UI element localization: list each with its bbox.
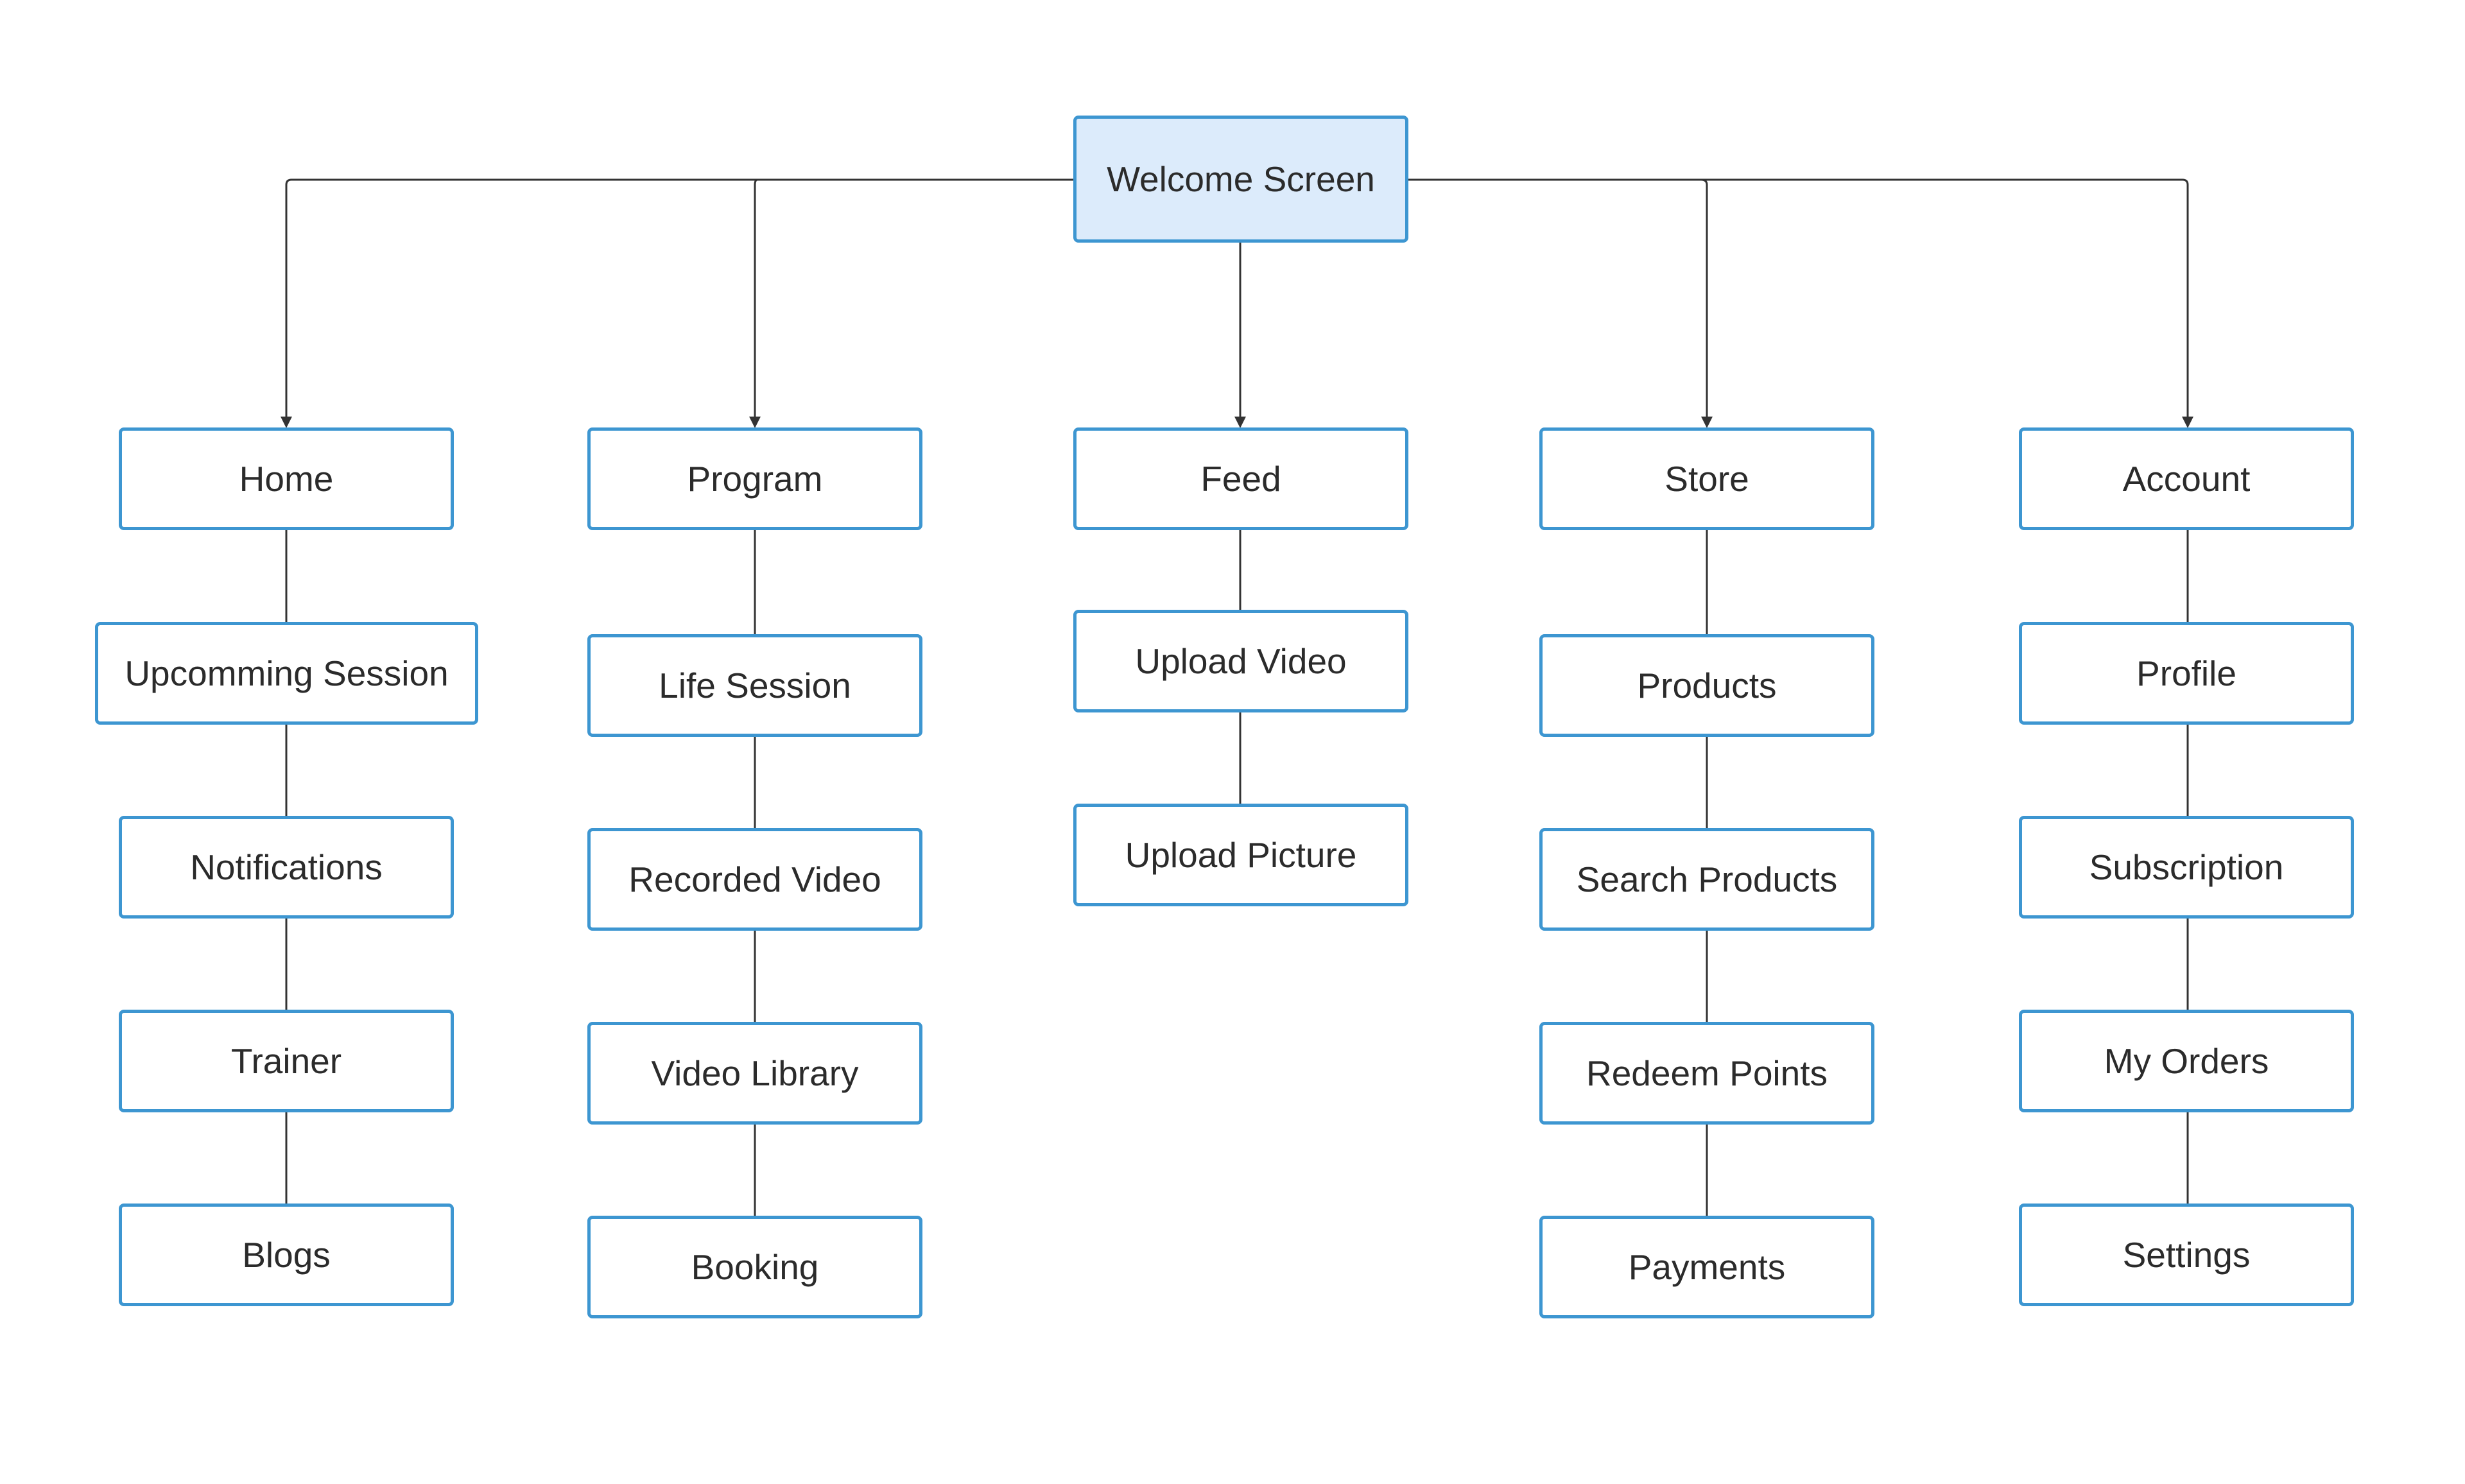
node-blogs[interactable]: Blogs (119, 1204, 454, 1306)
node-products[interactable]: Products (1539, 634, 1874, 737)
node-store[interactable]: Store (1539, 427, 1874, 530)
node-welcome-screen[interactable]: Welcome Screen (1073, 116, 1408, 243)
node-subscription[interactable]: Subscription (2019, 816, 2354, 919)
node-life-session[interactable]: Life Session (587, 634, 922, 737)
node-recorded-video[interactable]: Recorded Video (587, 828, 922, 931)
node-program[interactable]: Program (587, 427, 922, 530)
node-home[interactable]: Home (119, 427, 454, 530)
node-booking[interactable]: Booking (587, 1216, 922, 1318)
node-account[interactable]: Account (2019, 427, 2354, 530)
node-upload-video[interactable]: Upload Video (1073, 610, 1408, 712)
node-settings[interactable]: Settings (2019, 1204, 2354, 1306)
connector-root-to-account (1407, 178, 2193, 428)
node-redeem-points[interactable]: Redeem Points (1539, 1022, 1874, 1125)
node-video-library[interactable]: Video Library (587, 1022, 922, 1125)
connector-root-to-program (749, 178, 761, 428)
node-upload-picture[interactable]: Upload Picture (1073, 804, 1408, 906)
node-payments[interactable]: Payments (1539, 1216, 1874, 1318)
node-search-products[interactable]: Search Products (1539, 828, 1874, 931)
node-trainer[interactable]: Trainer (119, 1010, 454, 1112)
node-profile[interactable]: Profile (2019, 622, 2354, 725)
node-notifications[interactable]: Notifications (119, 816, 454, 919)
node-my-orders[interactable]: My Orders (2019, 1010, 2354, 1112)
connector-root-to-home (281, 178, 1078, 428)
node-upcomming-session[interactable]: Upcomming Session (95, 622, 478, 725)
connector-root-to-store (1700, 178, 1713, 428)
node-feed[interactable]: Feed (1073, 427, 1408, 530)
